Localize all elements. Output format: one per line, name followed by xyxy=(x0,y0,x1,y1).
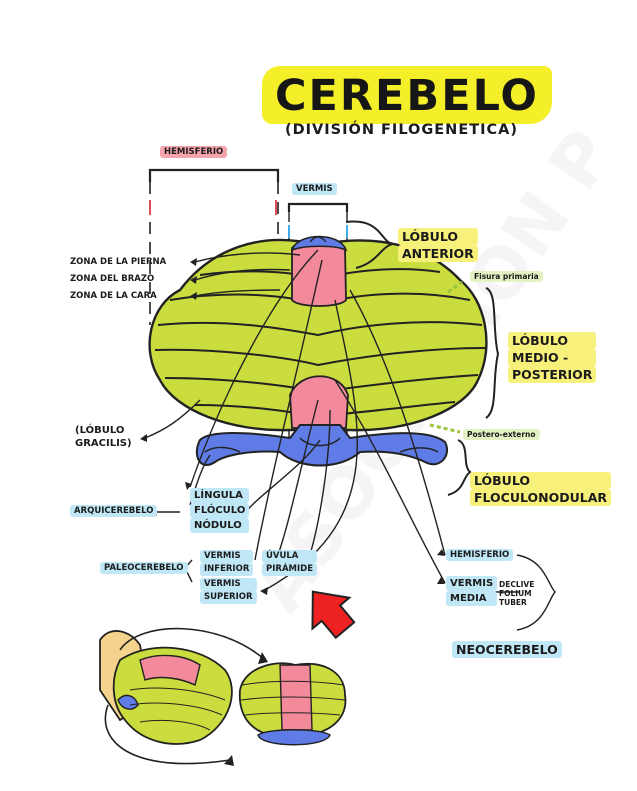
hemisferio-label: HEMISFERIO xyxy=(160,146,228,158)
vermis-inferior-label: VERMIS INFERIOR xyxy=(200,550,254,576)
lingula-label: LÍNGULA xyxy=(190,488,250,503)
postero-externo-label: Postero-externo xyxy=(463,429,540,440)
floculo-brace xyxy=(447,439,472,496)
hemisferio-bracket xyxy=(148,168,280,182)
arquicerebelo-label: ARQUICEREBELO xyxy=(70,505,158,517)
lobulo-gracilis-label: (LÓBULO GRACILIS) xyxy=(75,425,132,449)
page-subtitle: (DIVISIÓN FILOGENETICA) xyxy=(285,122,518,138)
posterior-view xyxy=(238,662,347,746)
declive-folium-tuber-label: DECLIVE FOLIUM TUBER xyxy=(499,580,535,607)
anterior-brace xyxy=(345,220,396,269)
uvula-piramide-label: ÚVULA PIRÁMIDE xyxy=(262,550,317,576)
zona-cara-label: ZONA DE LA CARA xyxy=(70,291,157,301)
lobulo-medio-posterior-label: LÓBULO MEDIO - POSTERIOR xyxy=(508,332,597,383)
nodulo-label: NÓDULO xyxy=(190,518,250,533)
vermis-media-label: VERMIS MEDIA xyxy=(446,576,498,606)
page-title: CEREBELO xyxy=(262,66,552,124)
floculo-label: FLÓCULO xyxy=(190,503,250,518)
paleocerebelo-label: PALEOCEREBELO xyxy=(100,562,188,574)
fisura-primaria-label: Fisura primaria xyxy=(470,271,543,282)
zona-pierna-label: ZONA DE LA PIERNA xyxy=(70,257,167,267)
hemisferio-right-label: HEMISFERIO xyxy=(446,549,514,561)
lateral-view xyxy=(99,627,268,766)
vermis-bracket xyxy=(287,202,349,212)
vermis-label: VERMIS xyxy=(292,183,337,195)
neocerebelo-label: NEOCEREBELO xyxy=(452,641,562,658)
red-arrow xyxy=(311,590,356,640)
medio-brace xyxy=(485,287,500,419)
arquicerebelo-parts: LÍNGULA FLÓCULO NÓDULO xyxy=(190,488,250,533)
lobulo-floculonodular-label: LÓBULO FLOCULONODULAR xyxy=(470,472,612,506)
lobulo-anterior-label: LÓBULO ANTERIOR xyxy=(398,228,478,262)
vermis-superior-label: VERMIS SUPERIOR xyxy=(200,578,257,604)
zona-brazo-label: ZONA DEL BRAZO xyxy=(70,274,155,284)
